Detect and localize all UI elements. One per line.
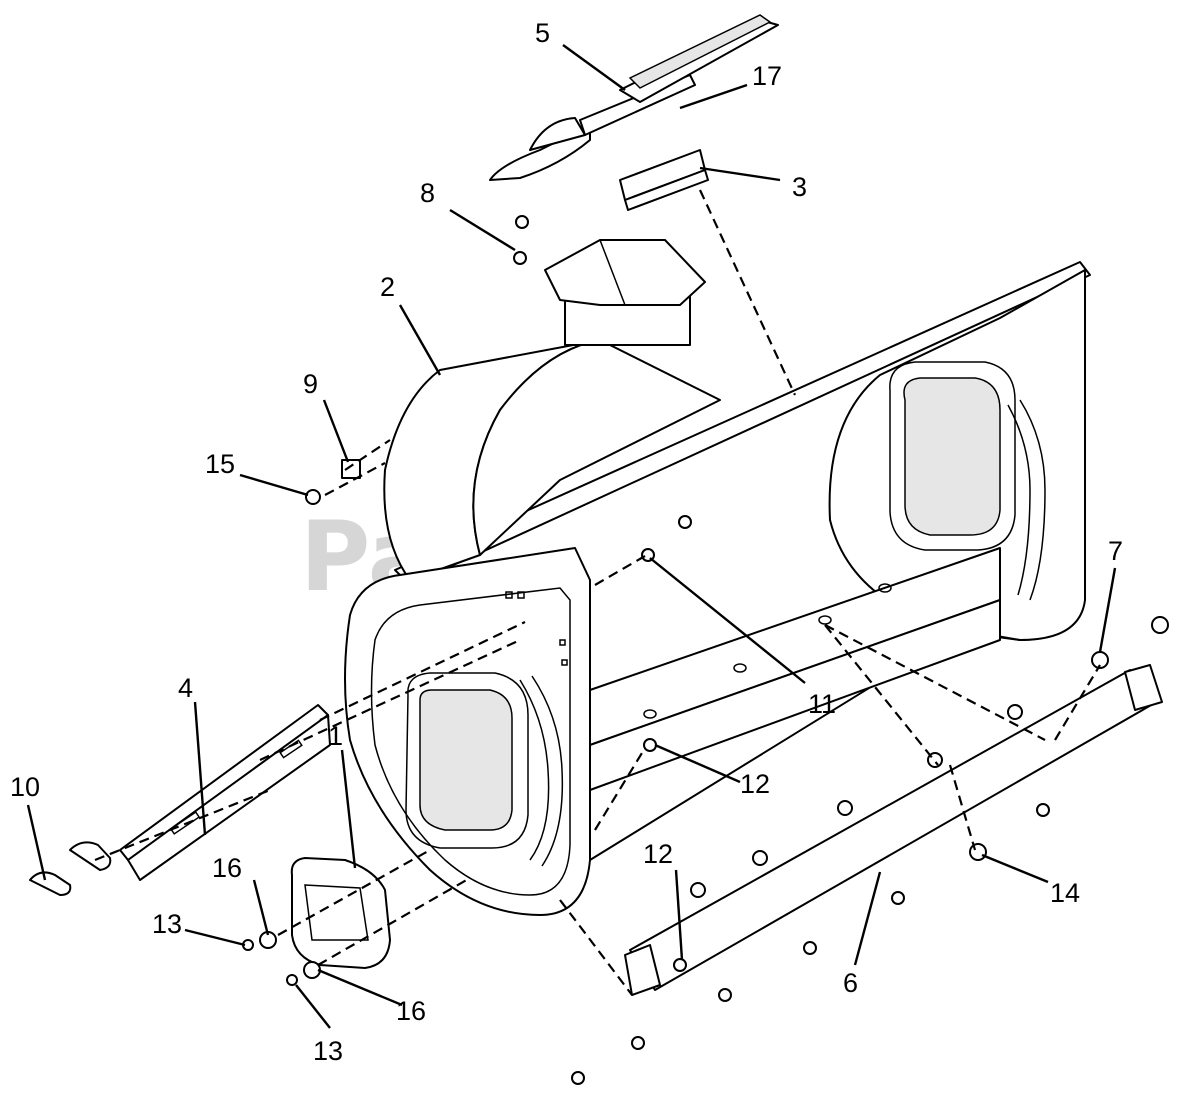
chute-bracket [619, 149, 709, 211]
callout-1: 1 [328, 721, 343, 751]
assembly-lines [94, 189, 1101, 996]
skid-shoe [290, 857, 391, 969]
callout-9: 9 [303, 369, 318, 399]
callout-12-upper: 12 [740, 769, 770, 799]
callout-16-lower: 16 [396, 996, 426, 1026]
callout-13-lower: 13 [313, 1036, 343, 1066]
hardware [29, 215, 1169, 1085]
callout-5: 5 [535, 18, 550, 48]
chute-control-rod [489, 14, 779, 181]
callout-15: 15 [205, 449, 235, 479]
callout-8: 8 [420, 178, 435, 208]
callout-12-lower: 12 [643, 839, 673, 869]
leader-lines [26, 44, 1117, 1029]
callout-4: 4 [178, 673, 193, 703]
callout-14: 14 [1050, 878, 1080, 908]
callout-11: 11 [808, 689, 836, 719]
callout-17: 17 [752, 61, 782, 91]
shave-plate [624, 664, 1163, 996]
callout-6: 6 [843, 968, 858, 998]
callout-7: 7 [1108, 536, 1123, 566]
callout-2: 2 [380, 272, 395, 302]
left-side-plate [344, 547, 591, 916]
wing-nut-10b [69, 841, 112, 871]
callouts: 5 17 3 8 2 9 15 7 11 4 12 1 10 16 13 12 … [10, 18, 1123, 1066]
wing-nut-10a [29, 871, 72, 896]
callout-3: 3 [792, 172, 807, 202]
auger-housing [394, 261, 1091, 861]
callout-10: 10 [10, 772, 40, 802]
callout-13-upper: 13 [152, 909, 182, 939]
callout-16-upper: 16 [212, 853, 242, 883]
impeller-housing [383, 239, 721, 581]
